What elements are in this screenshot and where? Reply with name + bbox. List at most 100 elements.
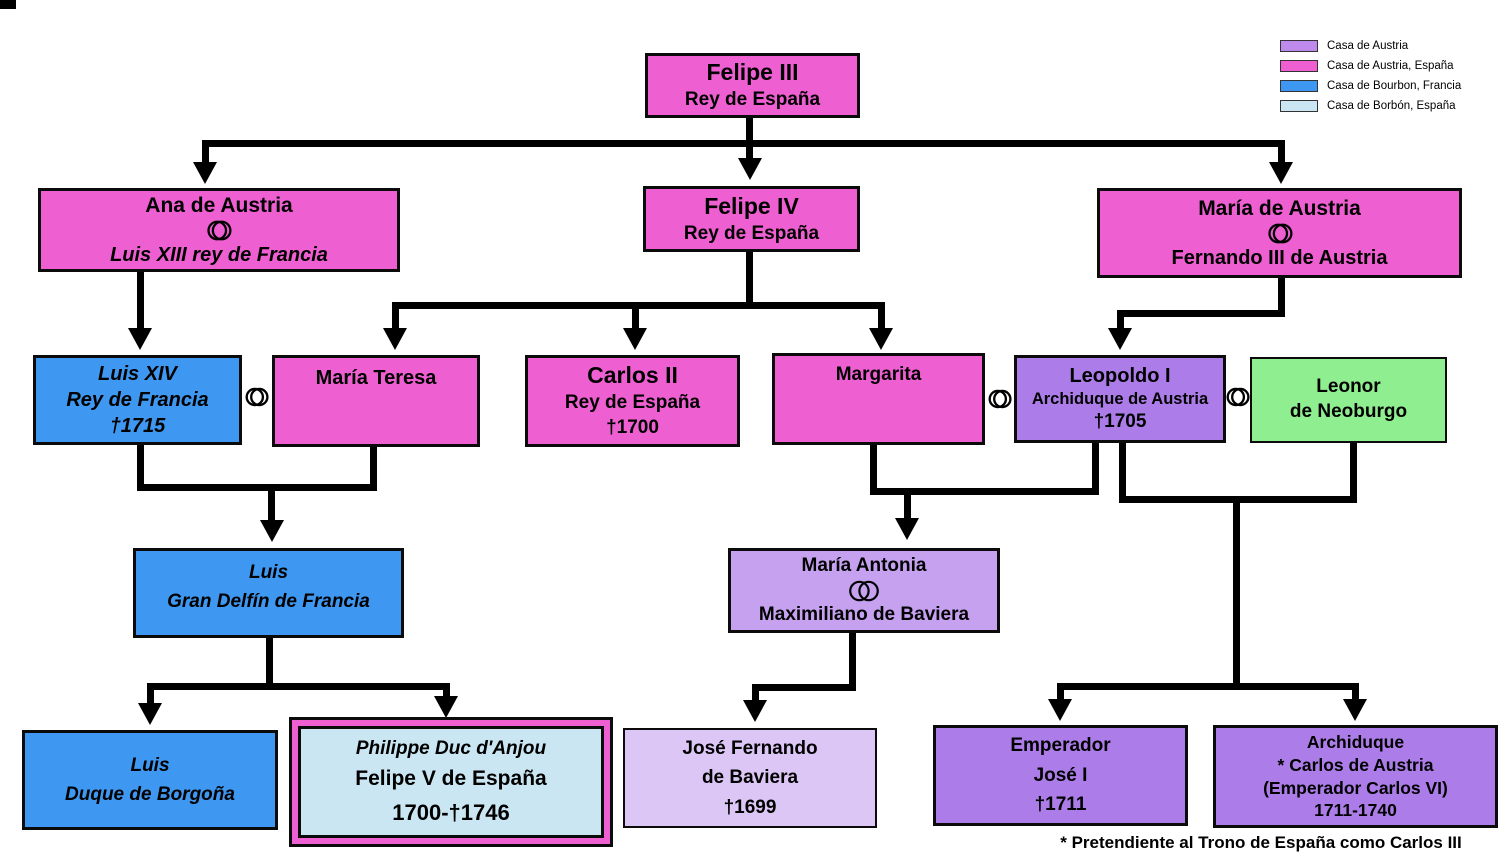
connector-line <box>1117 310 1124 332</box>
connector-line <box>752 684 856 691</box>
legend-row: Casa de Austria <box>1280 36 1510 56</box>
arrow-down-icon <box>138 703 162 725</box>
connector-line <box>1278 278 1285 317</box>
arrow-down-icon <box>1108 328 1132 350</box>
connector-line <box>746 140 753 162</box>
arrow-down-icon <box>869 328 893 350</box>
node-luis-gran-delfin: Luis Gran Delfín de Francia <box>133 548 404 638</box>
connector-line <box>752 684 759 702</box>
legend-swatch-austria <box>1280 40 1318 52</box>
legend-swatch-borbon-espana <box>1280 100 1318 112</box>
person-name-imperial: (Emperador Carlos VI) <box>1263 777 1448 798</box>
connector-line <box>147 683 154 705</box>
connector-line <box>1352 683 1359 701</box>
connector-line <box>878 302 885 330</box>
corner-artifact <box>0 0 16 9</box>
person-name: José I <box>1033 764 1088 786</box>
person-title: Archiduque <box>1306 732 1405 752</box>
person-title: Rey de España <box>683 222 820 244</box>
node-maria-teresa: María Teresa <box>272 355 480 447</box>
node-ana-de-austria: Ana de Austria Luis XIII rey de Francia <box>38 188 400 272</box>
arrow-down-icon <box>738 158 762 180</box>
legend-row: Casa de Borbón, España <box>1280 96 1510 116</box>
marriage-rings-icon <box>245 387 269 407</box>
marriage-rings-icon <box>207 220 232 241</box>
person-name: Carlos II <box>587 362 678 389</box>
arrow-down-icon <box>1269 162 1293 184</box>
spouse-name: Luis XIII rey de Francia <box>110 244 328 267</box>
legend: Casa de Austria Casa de Austria, España … <box>1280 36 1510 116</box>
connector-line <box>849 633 856 691</box>
footnote: * Pretendiente al Trono de España como C… <box>1060 833 1462 852</box>
spouse-name: Maximiliano de Baviera <box>758 603 970 625</box>
legend-row: Casa de Bourbon, Francia <box>1280 76 1510 96</box>
connector-line <box>137 484 377 491</box>
person-title: Emperador <box>1010 735 1111 757</box>
person-name: María de Austria <box>1198 196 1361 220</box>
connector-line <box>266 638 273 689</box>
node-maria-antonia: María Antonia Maximiliano de Baviera <box>728 548 1000 633</box>
arrow-down-icon <box>1343 699 1367 721</box>
person-name: Felipe V de España <box>355 767 547 791</box>
reign-years: 1700-†1746 <box>392 799 510 825</box>
connector-line <box>870 445 877 493</box>
connector-line <box>137 272 144 330</box>
legend-row: Casa de Austria, España <box>1280 56 1510 76</box>
arrow-down-icon <box>895 518 919 540</box>
person-title: Rey de España <box>564 392 701 414</box>
connector-line <box>1119 443 1126 503</box>
connector-line <box>1233 496 1240 688</box>
person-name: Margarita <box>835 364 922 385</box>
marriage-rings-icon <box>1226 387 1250 407</box>
connector-line <box>1057 683 1359 690</box>
reign-years: 1711-1740 <box>1314 800 1397 821</box>
death-year: †1705 <box>1093 411 1147 433</box>
spouse-name: Fernando III de Austria <box>1171 247 1388 270</box>
node-jose-fernando: José Fernando de Baviera †1699 <box>623 728 877 828</box>
marriage-rings-icon <box>849 580 879 601</box>
connector-line <box>1117 310 1285 317</box>
legend-swatch-bourbon-francia <box>1280 80 1318 92</box>
connector-line <box>443 683 450 699</box>
connector-line <box>632 302 639 330</box>
connector-line <box>746 252 753 307</box>
person-name-2: de Neoburgo <box>1289 401 1408 422</box>
node-felipe-iii: Felipe III Rey de España <box>645 53 860 118</box>
arrow-down-icon <box>743 700 767 722</box>
node-carlos-ii: Carlos II Rey de España †1700 <box>525 355 740 447</box>
person-name: Luis <box>130 754 170 776</box>
connector-line <box>904 488 911 520</box>
person-name: * Carlos de Austria <box>1277 754 1434 775</box>
legend-label: Casa de Austria, España <box>1327 60 1454 72</box>
node-archiduque-carlos: Archiduque * Carlos de Austria (Emperado… <box>1213 725 1498 828</box>
person-name-2: de Baviera <box>701 767 799 789</box>
legend-label: Casa de Bourbon, Francia <box>1327 80 1462 92</box>
person-name: Ana de Austria <box>145 193 293 217</box>
death-year: †1711 <box>1034 794 1087 816</box>
arrow-down-icon <box>193 162 217 184</box>
person-name: Luis <box>248 562 289 583</box>
person-title: Duque de Borgoña <box>65 784 235 805</box>
person-name: José Fernando <box>682 737 818 759</box>
person-name-french: Philippe Duc d'Anjou <box>355 737 547 759</box>
person-name: Luis XIV <box>98 363 177 385</box>
node-emperador-jose-i: Emperador José I †1711 <box>933 725 1188 826</box>
death-year: †1700 <box>606 416 659 438</box>
node-felipe-iv: Felipe IV Rey de España <box>643 186 860 252</box>
arrow-down-icon <box>434 696 458 718</box>
node-maria-de-austria: María de Austria Fernando III de Austria <box>1097 188 1462 278</box>
person-title: Gran Delfín de Francia <box>167 591 370 613</box>
marriage-rings-icon <box>1267 223 1293 244</box>
person-name: Leopoldo I <box>1069 364 1171 387</box>
death-year: †1715 <box>109 415 166 437</box>
arrow-down-icon <box>623 328 647 350</box>
connector-line <box>370 447 377 491</box>
arrow-down-icon <box>128 328 152 350</box>
person-title: Rey de España <box>684 89 821 111</box>
connector-line <box>147 683 450 690</box>
connector-line <box>392 302 399 330</box>
person-name: Felipe III <box>706 59 799 86</box>
connector-line <box>268 484 275 522</box>
marriage-rings-icon <box>988 389 1012 409</box>
